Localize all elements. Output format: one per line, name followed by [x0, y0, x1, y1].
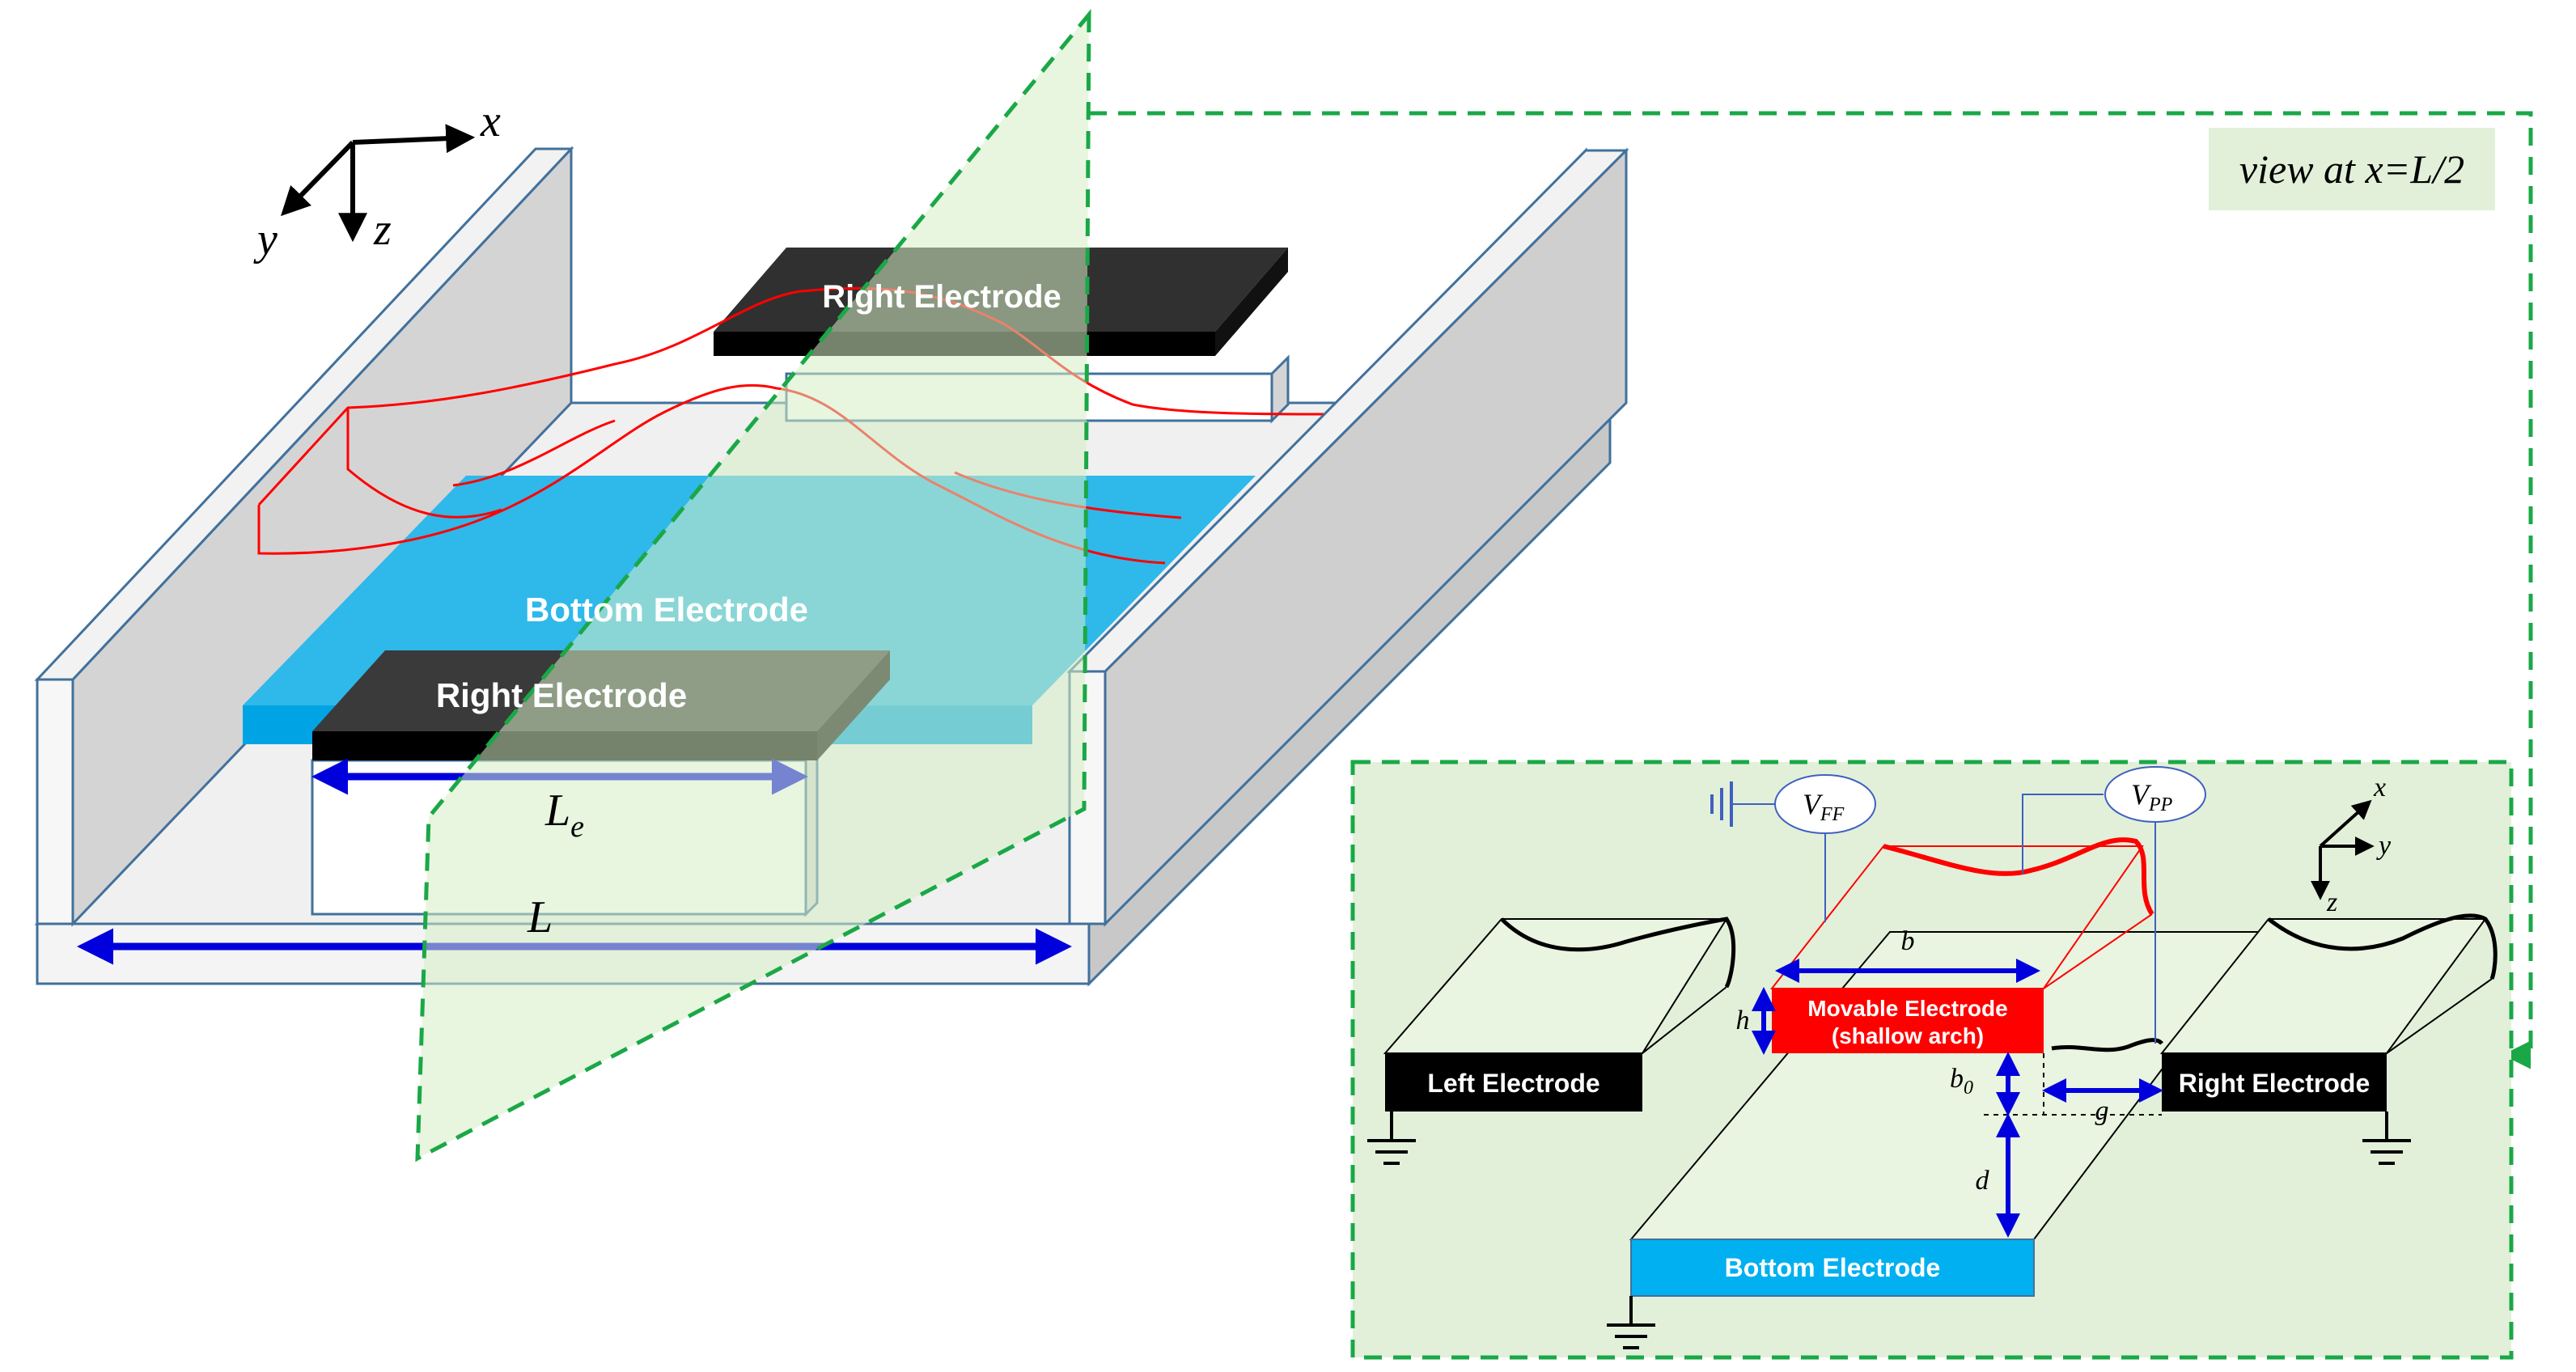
axis-x-line: [352, 124, 476, 154]
inset-wire-vpp: [2022, 794, 2104, 874]
inset-bottom-electrode-label: Bottom Electrode: [1725, 1253, 1941, 1282]
left-wall-front: [36, 678, 74, 925]
right-wall-outer: [1104, 147, 1628, 927]
inset-b-label: b: [1901, 926, 1915, 956]
inset-right-electrode: [2162, 1053, 2387, 1112]
back-right-electrode-side: [1215, 248, 1288, 356]
l-total-label: L: [527, 892, 553, 942]
inset-axes: [2311, 799, 2375, 900]
section-plane: [415, 8, 1091, 1162]
view-label: view at x=L/2: [2239, 146, 2464, 192]
inset-left-electrode-edge: [1642, 986, 1727, 1054]
inset-vff-sub: FF: [1820, 804, 1845, 825]
inset-bottom-electrode: [1630, 1239, 2035, 1297]
inset-vff-main: V: [1803, 788, 1824, 820]
inset-vff-source: [1774, 774, 1876, 834]
inset-left-electrode-wave: [1500, 917, 1736, 989]
bottom-electrode-label: Bottom Electrode: [525, 591, 808, 629]
inset-b0-label: b0: [1950, 1064, 1973, 1099]
inset-gap-wave: [2051, 1038, 2163, 1052]
inset-panel: VFF VPP: [1350, 760, 2514, 1360]
main-axes: [280, 124, 476, 243]
axis-y-label: y: [253, 214, 278, 265]
inset-vff-ground-icon: [1710, 781, 1733, 827]
inset-right-ground-icon: [2362, 1112, 2411, 1165]
inset-g-label: g: [2095, 1096, 2109, 1126]
inset-d-label: d: [1976, 1166, 1990, 1196]
le-sub: e: [570, 810, 584, 844]
inset-movable-electrode: [1772, 989, 2044, 1053]
inset-bottom-ground-icon: [1607, 1296, 1655, 1349]
inset-vpp-source: [2104, 766, 2206, 823]
inset-axis-z-label: z: [2326, 887, 2337, 917]
inset-left-electrode: [1385, 1053, 1642, 1112]
le-label: Le: [544, 786, 584, 844]
back-right-electrode-label: Right Electrode: [822, 279, 1061, 315]
inset-movable-label-2: (shallow arch): [1832, 1023, 1984, 1048]
inset-vpp-sub: PP: [2148, 794, 2173, 815]
inset-right-electrode-label: Right Electrode: [2179, 1069, 2370, 1098]
view-label-box: [2209, 128, 2495, 210]
inset-vpp-main: V: [2131, 778, 2152, 811]
inset-b0-main: b: [1950, 1064, 1964, 1094]
inset-movable-edge: [2043, 913, 2153, 989]
front-right-electrode-label: Right Electrode: [436, 676, 687, 714]
inset-vff-label: VFF: [1803, 788, 1845, 825]
inset-h-label: h: [1736, 1006, 1750, 1035]
axis-z-label: z: [373, 205, 392, 255]
inset-axis-y-label: y: [2376, 831, 2392, 861]
inset-axis-x-line: [2319, 799, 2372, 848]
inset-b0-sub: 0: [1964, 1078, 1973, 1099]
inset-left-electrode-label: Left Electrode: [1427, 1069, 1599, 1098]
back-pedestal-side: [1270, 354, 1290, 424]
le-main: L: [544, 786, 570, 836]
inset-right-electrode-edge: [2386, 978, 2493, 1054]
axis-x-label: x: [480, 96, 501, 146]
inset-right-electrode-wave: [2267, 913, 2498, 980]
inset-left-ground-icon: [1367, 1112, 1416, 1165]
inset-movable-label-1: Movable Electrode: [1807, 996, 2007, 1021]
inset-vpp-label: VPP: [2131, 778, 2173, 815]
inset-movable-arch: [1883, 837, 2154, 916]
inset-axis-x-label: x: [2373, 773, 2386, 802]
axis-y-line: [280, 140, 355, 217]
